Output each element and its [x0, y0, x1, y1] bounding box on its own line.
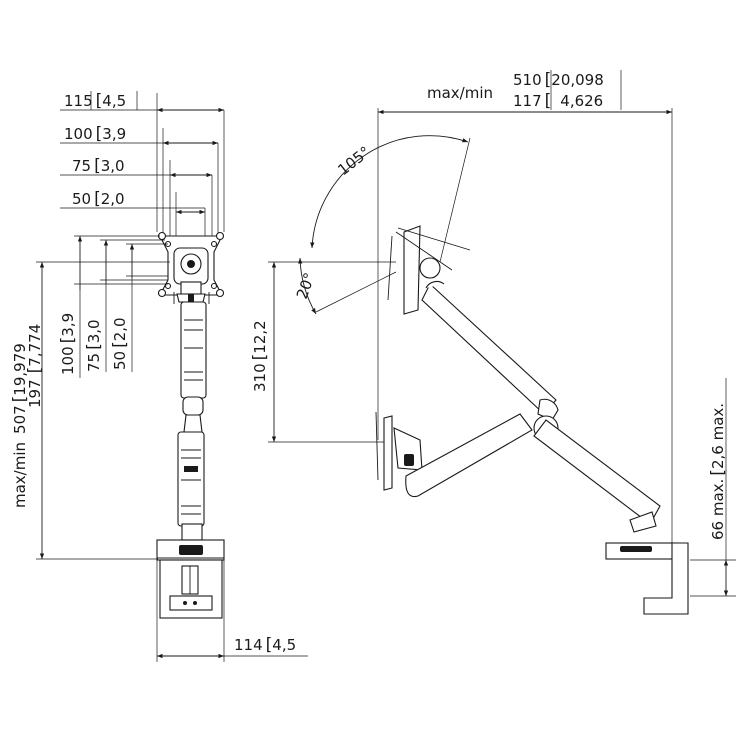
desk-clamp-front	[156, 539, 225, 619]
height-dimension: max/min507[19,979 197[7,774	[10, 261, 170, 560]
reach-label: max/min	[427, 84, 493, 102]
arm-lower-segment	[533, 415, 661, 533]
height-max-label: max/min507[19,979	[10, 343, 30, 508]
clamp-width-label: 114[4,5	[234, 635, 296, 655]
vert-100-label: 100[3,9	[58, 313, 78, 375]
desk-thickness-label: 66 max.[2,6 max.	[708, 403, 728, 540]
arm-raised-position	[387, 225, 559, 421]
arm-column	[177, 301, 207, 541]
vesa-115-label: 115[4,5	[64, 91, 126, 111]
lift-range-dimension: 310[12,2	[250, 261, 396, 443]
reach-min-label: 117[4,626	[513, 91, 603, 111]
lift-range-label: 310[12,2	[250, 320, 270, 392]
vesa-plate	[157, 231, 225, 304]
reach-max-label: 510[20,098	[513, 70, 604, 90]
vert-75-label: 75[3,0	[84, 319, 104, 372]
front-view: 115[4,5 100[3,9 75[3,0 50[2,0	[10, 91, 308, 662]
vesa-50-label: 50[2,0	[72, 189, 125, 209]
height-min-label: 197[7,774	[25, 324, 45, 408]
vesa-75-label: 75[3,0	[72, 156, 125, 176]
clamp-width-dimension: 114[4,5	[156, 560, 308, 662]
tilt-up-label: 105°	[334, 143, 374, 179]
desk-thickness-dimension: 66 max.[2,6 max.	[690, 378, 736, 597]
vesa-vertical-dimensions: 100[3,9 75[3,0 50[2,0	[58, 235, 168, 378]
arm-lowered-position	[375, 411, 533, 498]
tilt-dimension: 105° 20°	[293, 135, 471, 315]
vert-50-label: 50[2,0	[110, 317, 130, 370]
side-view: max/min 510[20,098 117[4,626 105° 20° 31…	[250, 70, 736, 615]
desk-clamp-side	[605, 542, 689, 615]
vesa-100-label: 100[3,9	[64, 124, 126, 144]
tilt-down-label: 20°	[293, 270, 319, 301]
vesa-horizontal-dimensions: 115[4,5 100[3,9 75[3,0 50[2,0	[60, 91, 225, 244]
